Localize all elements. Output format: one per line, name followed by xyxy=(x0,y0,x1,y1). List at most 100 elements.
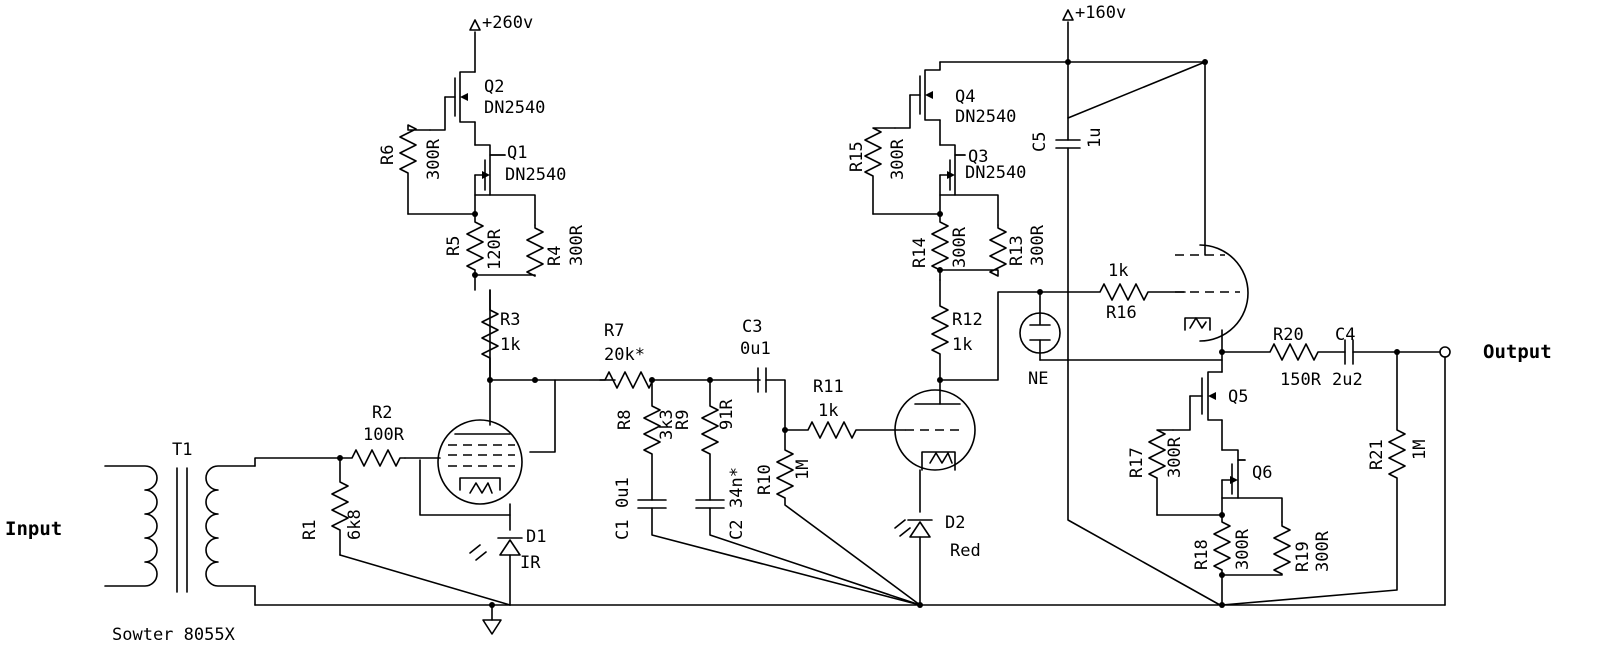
rail-260v xyxy=(469,19,481,73)
rail-160v-label: +160v xyxy=(1075,3,1126,23)
r10-label: R10 xyxy=(755,464,775,495)
r11-label: R11 xyxy=(813,377,844,397)
q2-label: Q2 xyxy=(484,77,504,97)
q2-type: DN2540 xyxy=(484,98,545,118)
r3-label: R3 xyxy=(500,310,520,330)
r5-value: 120R xyxy=(485,228,505,270)
c3-label: C3 xyxy=(742,317,762,337)
resistor-r6 xyxy=(399,124,431,215)
r17-label: R17 xyxy=(1127,447,1147,478)
triode-tube-v2 xyxy=(894,379,976,471)
ne-label: NE xyxy=(1028,369,1048,389)
r14-label: R14 xyxy=(910,237,930,268)
resistor-r11 xyxy=(784,421,906,439)
ground-symbol xyxy=(482,604,502,635)
r16-value: 1k xyxy=(1108,261,1128,281)
resistor-r18 xyxy=(1213,514,1231,606)
resistor-r3 xyxy=(481,289,499,381)
r15-label: R15 xyxy=(847,141,867,172)
q3-type: DN2540 xyxy=(965,163,1026,183)
capacitor-c3 xyxy=(757,367,786,431)
c5-label: C5 xyxy=(1030,132,1050,152)
r7-label: R7 xyxy=(604,321,624,341)
resistor-r21 xyxy=(1221,351,1406,606)
resistor-r13 xyxy=(939,224,1007,277)
c1-value: 0u1 xyxy=(613,477,633,508)
r12-label: R12 xyxy=(952,310,983,330)
mosfet-q6 xyxy=(1156,449,1283,523)
q6-label: Q6 xyxy=(1252,463,1272,483)
r5-label: R5 xyxy=(444,236,464,256)
c5-value: 1u xyxy=(1085,128,1105,148)
r15-value: 300R xyxy=(888,138,908,180)
d2-type: Red xyxy=(950,541,981,561)
r9-value: 91R xyxy=(717,399,737,430)
r19-value: 300R xyxy=(1313,530,1333,572)
r4-value: 300R xyxy=(567,224,587,266)
r1-label: R1 xyxy=(300,520,320,540)
pentode-tube-v1 xyxy=(437,419,523,505)
r14-value: 300R xyxy=(950,226,970,268)
r21-value: 1M xyxy=(1410,440,1430,460)
r4-label: R4 xyxy=(545,246,565,266)
r9-label: R9 xyxy=(673,410,693,430)
c4-value: 2u2 xyxy=(1332,370,1363,390)
q4-label: Q4 xyxy=(955,87,975,107)
r20-label: R20 xyxy=(1273,325,1304,345)
resistor-r7 xyxy=(599,371,654,389)
resistor-r14 xyxy=(931,213,949,281)
resistor-r17 xyxy=(1148,429,1174,516)
r18-value: 300R xyxy=(1233,528,1253,570)
r8-value: 3k3 xyxy=(657,409,677,440)
c3-value: 0u1 xyxy=(740,339,771,359)
resistor-r1 xyxy=(331,457,349,556)
r6-value: 300R xyxy=(424,138,444,180)
capacitor-c5 xyxy=(1055,61,1221,606)
resistor-r12 xyxy=(931,279,949,381)
mosfet-q4 xyxy=(894,61,941,146)
r18-label: R18 xyxy=(1192,539,1212,570)
r3-value: 1k xyxy=(500,335,520,355)
mosfet-q3 xyxy=(872,144,999,226)
resistor-r20 xyxy=(1221,343,1346,361)
mosfet-q1 xyxy=(407,144,536,226)
r10-value: 1M xyxy=(793,460,813,480)
resistor-r19 xyxy=(1221,521,1291,576)
led-d2 xyxy=(894,469,933,606)
r7-value: 20k* xyxy=(604,345,645,365)
t1-label: T1 xyxy=(172,440,192,460)
capacitor-c4 xyxy=(1344,339,1441,365)
resistor-r16 xyxy=(1039,283,1186,301)
r8-label: R8 xyxy=(615,410,635,430)
input-transformer-t1 xyxy=(104,465,256,593)
d1-type: IR xyxy=(520,553,541,573)
resistor-r10 xyxy=(776,429,921,606)
mosfet-q2 xyxy=(429,71,476,146)
d2-label: D2 xyxy=(945,513,965,533)
capacitor-c1 xyxy=(637,499,921,606)
resistor-r2 xyxy=(339,449,406,467)
q5-label: Q5 xyxy=(1228,387,1248,407)
resistor-r15 xyxy=(864,127,896,215)
rail-160v xyxy=(939,9,1206,63)
led-d1 xyxy=(469,503,523,606)
t1-model-label: Sowter 8055X xyxy=(112,625,236,645)
c1-label: C1 xyxy=(613,520,633,540)
mosfet-q5 xyxy=(1172,371,1223,451)
input-stage-wiring xyxy=(254,289,1446,606)
r6-label: R6 xyxy=(378,145,398,165)
r21-label: R21 xyxy=(1367,439,1387,470)
r11-value: 1k xyxy=(818,401,838,421)
triode-tube-v3 xyxy=(1175,61,1249,353)
resistor-r8 xyxy=(643,379,661,501)
output-label: Output xyxy=(1483,341,1552,363)
r17-value: 300R xyxy=(1165,436,1185,478)
neon-lamp-ne xyxy=(1019,291,1223,361)
resistor-r9 xyxy=(701,379,719,501)
r16-label: R16 xyxy=(1106,303,1137,323)
q3-label: Q3 xyxy=(968,147,988,167)
c4-label: C4 xyxy=(1335,325,1355,345)
r2-value: 100R xyxy=(363,425,405,445)
q1-label: Q1 xyxy=(507,143,527,163)
